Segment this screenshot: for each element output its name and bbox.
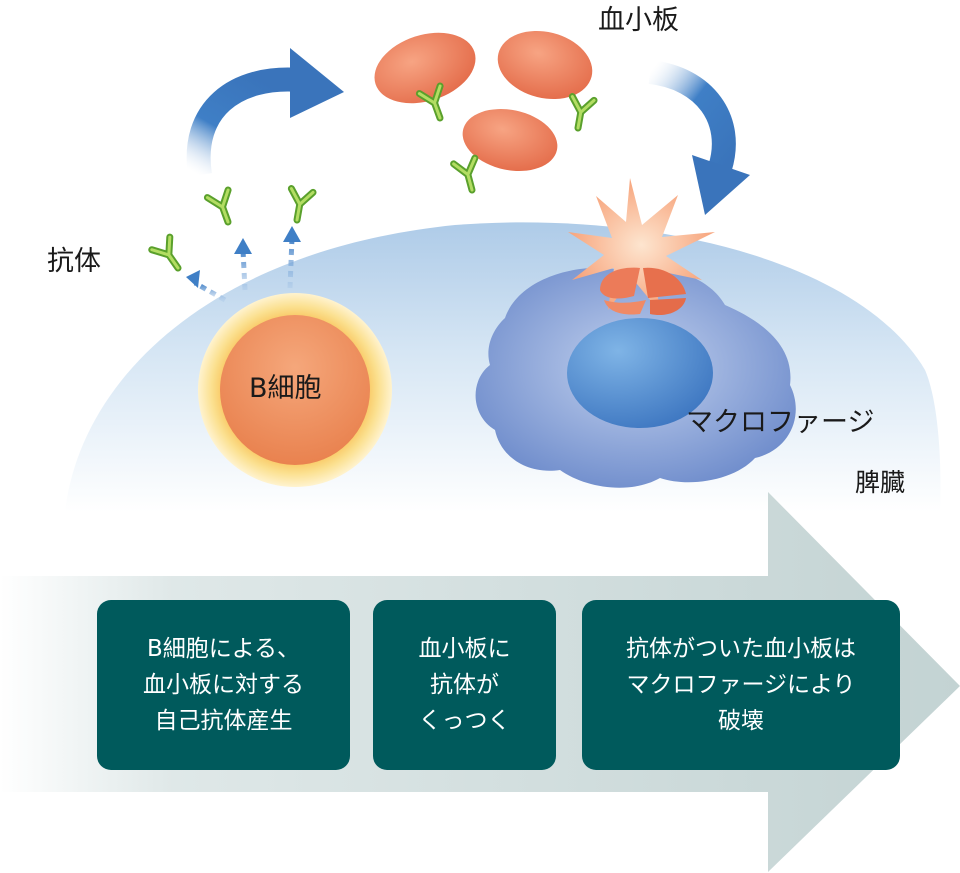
curved-arrow-left (186, 48, 344, 177)
platelet-label: 血小板 (598, 5, 679, 36)
step-box-3: 抗体がついた血小板は マクロファージにより 破壊 (582, 600, 900, 770)
antibody (207, 190, 238, 226)
antibody-release-arrows (186, 226, 301, 303)
platelet-fragments (600, 267, 686, 316)
curved-arrow-right (648, 60, 750, 215)
antibody (567, 97, 594, 130)
antibody (454, 158, 483, 193)
step-2-text: 血小板に 抗体が くっつく (418, 636, 511, 734)
antibody-label: 抗体 (47, 246, 101, 277)
step-1-text: B細胞による、 血小板に対する 自己抗体産生 (143, 636, 304, 734)
platelet (497, 30, 593, 100)
platelet (462, 109, 558, 171)
b-cell-core (220, 315, 370, 465)
macrophage-label: マクロファージ (686, 407, 875, 438)
antibody (152, 237, 187, 274)
spleen-label: 脾臓 (855, 468, 906, 497)
step-box-2: 血小板に 抗体が くっつく (373, 600, 556, 770)
b-cell-label: B細胞 (249, 373, 322, 404)
macrophage-nucleus (567, 318, 713, 428)
antibody (286, 189, 313, 222)
step-box-1: B細胞による、 血小板に対する 自己抗体産生 (97, 600, 350, 770)
destruction-burst (568, 178, 715, 312)
step-3-text: 抗体がついた血小板は マクロファージにより 破壊 (626, 636, 856, 734)
platelet (374, 32, 476, 104)
